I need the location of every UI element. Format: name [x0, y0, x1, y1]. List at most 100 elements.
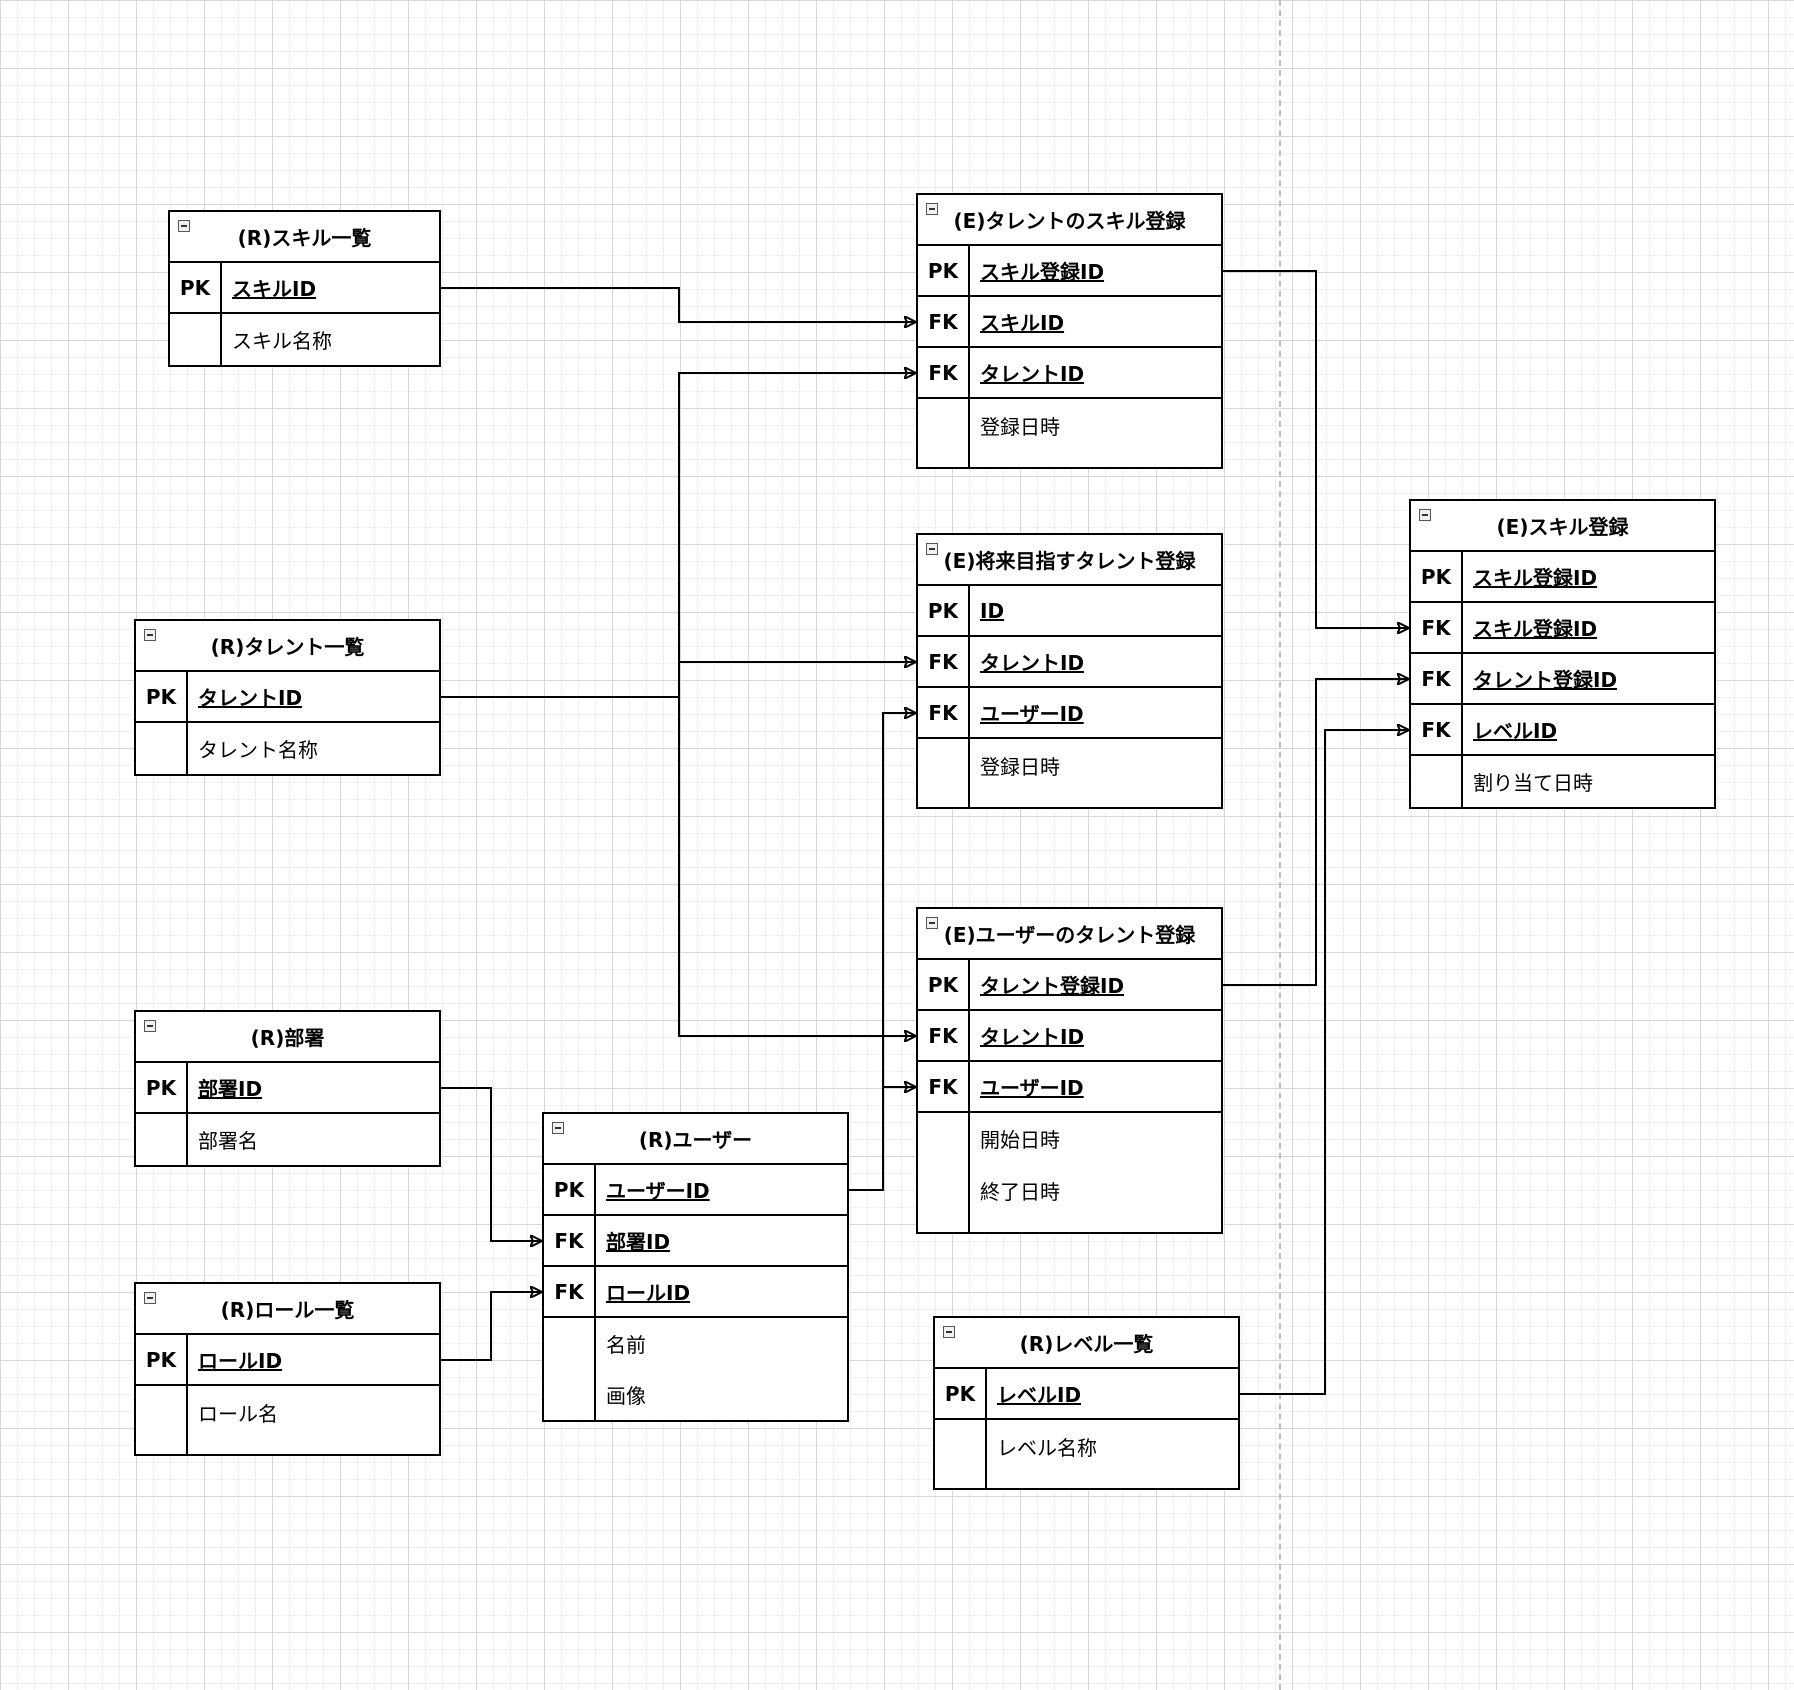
- key-field-row[interactable]: FK タレントID: [918, 637, 1221, 688]
- entity-header[interactable]: (E)スキル登録: [1411, 501, 1714, 552]
- attribute-row[interactable]: レベル名称: [935, 1420, 1238, 1488]
- relationship-connector[interactable]: [441, 696, 915, 1036]
- collapse-icon[interactable]: [144, 1020, 156, 1032]
- collapse-icon[interactable]: [926, 917, 938, 929]
- collapse-icon[interactable]: [926, 203, 938, 215]
- relationship-connector[interactable]: [1223, 270, 1408, 628]
- collapse-icon[interactable]: [1419, 509, 1431, 521]
- relationship-connector[interactable]: [441, 1087, 541, 1241]
- field-name: タレントID: [980, 651, 1085, 675]
- relationship-connector[interactable]: [441, 1292, 541, 1361]
- entity-header[interactable]: (E)将来目指すタレント登録: [918, 535, 1221, 586]
- collapse-icon[interactable]: [943, 1326, 955, 1338]
- entity-title: (E)ユーザーのタレント登録: [943, 923, 1196, 947]
- attribute-row[interactable]: 名前: [544, 1318, 847, 1369]
- entity-header[interactable]: (R)部署: [136, 1012, 439, 1063]
- attribute-row[interactable]: 登録日時: [918, 739, 1221, 807]
- entity-header[interactable]: (E)ユーザーのタレント登録: [918, 909, 1221, 960]
- collapse-icon[interactable]: [552, 1122, 564, 1134]
- key-column-divider: [968, 246, 970, 467]
- relationship-connector[interactable]: [849, 1087, 915, 1191]
- collapse-icon[interactable]: [144, 1292, 156, 1304]
- key-column-divider: [985, 1369, 987, 1488]
- field-name: ロールID: [606, 1281, 691, 1305]
- entity-title: (E)スキル登録: [1496, 515, 1629, 539]
- collapse-icon[interactable]: [926, 543, 938, 555]
- key-type-label: FK: [554, 1279, 584, 1304]
- collapse-icon[interactable]: [178, 220, 190, 232]
- key-type-label: FK: [928, 309, 958, 334]
- field-name: スキル名称: [232, 329, 332, 353]
- attribute-row[interactable]: 部署名: [136, 1114, 439, 1165]
- entity-header[interactable]: (R)タレント一覧: [136, 621, 439, 672]
- key-type-label: PK: [1420, 564, 1452, 589]
- key-type-label: PK: [145, 684, 177, 709]
- key-column-divider: [1461, 552, 1463, 807]
- attribute-row[interactable]: スキル名称: [170, 314, 439, 365]
- entity-header[interactable]: (R)ロール一覧: [136, 1284, 439, 1335]
- entity-header[interactable]: (R)ユーザー: [544, 1114, 847, 1165]
- field-name: 画像: [606, 1384, 646, 1408]
- key-type-label: FK: [928, 649, 958, 674]
- field-name: 割り当て日時: [1473, 771, 1593, 795]
- key-type-label: PK: [145, 1347, 177, 1372]
- relationship-connector[interactable]: [441, 373, 915, 698]
- field-name: レベル名称: [997, 1436, 1097, 1460]
- entity-title: (R)スキル一覧: [237, 226, 372, 250]
- key-type-label: PK: [944, 1381, 976, 1406]
- relationship-connector[interactable]: [441, 287, 915, 322]
- field-name: 部署名: [198, 1129, 258, 1153]
- relationship-connector[interactable]: [849, 713, 915, 1191]
- key-type-label: PK: [927, 258, 959, 283]
- attribute-row[interactable]: 割り当て日時: [1411, 756, 1714, 807]
- attribute-row[interactable]: ロール名: [136, 1386, 439, 1454]
- field-name: ユーザーID: [980, 1076, 1084, 1100]
- attribute-row[interactable]: 画像: [544, 1369, 847, 1420]
- collapse-icon[interactable]: [144, 629, 156, 641]
- relationship-connector[interactable]: [441, 662, 915, 698]
- field-name: ロール名: [198, 1402, 278, 1426]
- attribute-row[interactable]: 開始日時: [918, 1113, 1221, 1164]
- entity-header[interactable]: (R)レベル一覧: [935, 1318, 1238, 1369]
- relationship-connector[interactable]: [1223, 679, 1408, 986]
- relationship-connector[interactable]: [1240, 730, 1408, 1395]
- attribute-row[interactable]: タレント名称: [136, 723, 439, 774]
- entity-header[interactable]: (E)タレントのスキル登録: [918, 195, 1221, 246]
- entity-title: (R)ユーザー: [638, 1128, 753, 1152]
- key-column-divider: [594, 1165, 596, 1420]
- field-name: レベルID: [1473, 719, 1558, 743]
- key-field-row[interactable]: FK ロールID: [544, 1267, 847, 1318]
- attribute-row[interactable]: 登録日時: [918, 399, 1221, 467]
- attribute-row[interactable]: 終了日時: [918, 1164, 1221, 1232]
- entity-header[interactable]: (R)スキル一覧: [170, 212, 439, 263]
